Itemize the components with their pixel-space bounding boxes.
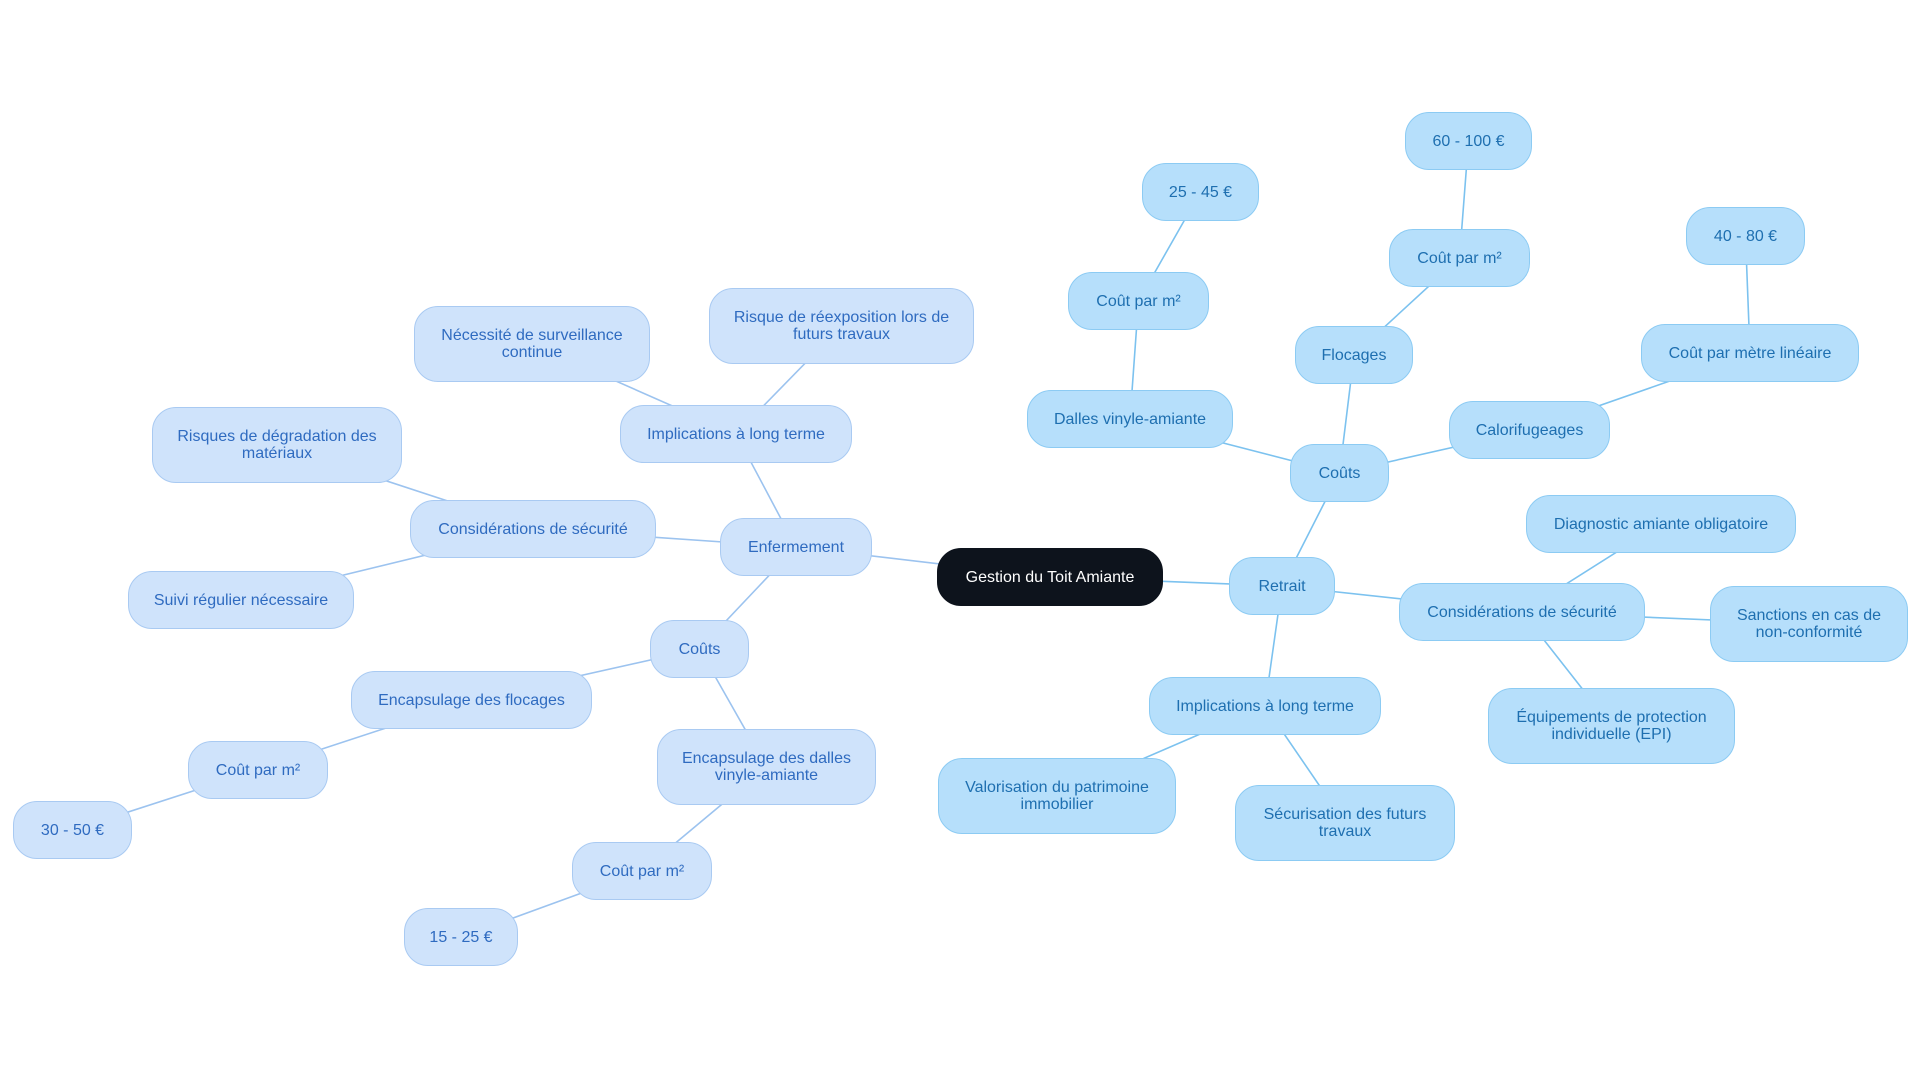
node-epi-label: Équipements de protection individuelle (… xyxy=(1516,709,1707,743)
node-valorisation-patrimoine[interactable]: Valorisation du patrimoine immobilier xyxy=(938,758,1176,834)
node-calorifugeages-cout[interactable]: Coût par mètre linéaire xyxy=(1641,324,1859,382)
node-calorifugeages-cout-label: Coût par mètre linéaire xyxy=(1668,344,1832,362)
node-encapsulage-flocages-cout-label: Coût par m² xyxy=(215,761,301,779)
node-encapsulage-dalles-cout[interactable]: Coût par m² xyxy=(572,842,712,900)
node-securisation-futurs-travaux-label: Sécurisation des futurs travaux xyxy=(1263,806,1427,840)
node-surveillance-continue-label: Nécessité de surveillance continue xyxy=(441,327,623,361)
node-valorisation-patrimoine-label: Valorisation du patrimoine immobilier xyxy=(965,779,1149,813)
node-dalles-value[interactable]: 25 - 45 € xyxy=(1142,163,1259,221)
node-encapsulage-flocages-value-label: 30 - 50 € xyxy=(40,821,105,839)
node-encapsulage-flocages-value[interactable]: 30 - 50 € xyxy=(13,801,132,859)
node-flocages-value-label: 60 - 100 € xyxy=(1432,132,1505,150)
node-flocages[interactable]: Flocages xyxy=(1295,326,1413,384)
node-risque-reexposition-label: Risque de réexposition lors de futurs tr… xyxy=(733,309,950,343)
node-diagnostic-obligatoire-label: Diagnostic amiante obligatoire xyxy=(1553,515,1769,533)
node-retrait[interactable]: Retrait xyxy=(1229,557,1335,615)
node-enfermement[interactable]: Enfermement xyxy=(720,518,872,576)
node-securisation-futurs-travaux[interactable]: Sécurisation des futurs travaux xyxy=(1235,785,1455,861)
node-epi[interactable]: Équipements de protection individuelle (… xyxy=(1488,688,1735,764)
node-calorifugeages-value-label: 40 - 80 € xyxy=(1713,227,1778,245)
node-diagnostic-obligatoire[interactable]: Diagnostic amiante obligatoire xyxy=(1526,495,1796,553)
node-retrait-implications-label: Implications à long terme xyxy=(1176,697,1354,715)
node-retrait-securite[interactable]: Considérations de sécurité xyxy=(1399,583,1645,641)
node-dalles-vinyle-amiante[interactable]: Dalles vinyle-amiante xyxy=(1027,390,1233,448)
node-retrait-couts-label: Coûts xyxy=(1318,464,1361,482)
node-enfermement-implications[interactable]: Implications à long terme xyxy=(620,405,852,463)
node-risques-degradation-label: Risques de dégradation des matériaux xyxy=(177,428,377,462)
node-enfermement-implications-label: Implications à long terme xyxy=(647,425,825,443)
node-retrait-couts[interactable]: Coûts xyxy=(1290,444,1389,502)
node-sanctions-label: Sanctions en cas de non-conformité xyxy=(1736,607,1882,641)
node-encapsulage-dalles[interactable]: Encapsulage des dalles vinyle-amiante xyxy=(657,729,876,805)
node-risque-reexposition[interactable]: Risque de réexposition lors de futurs tr… xyxy=(709,288,974,364)
node-dalles-vinyle-amiante-label: Dalles vinyle-amiante xyxy=(1053,410,1207,428)
node-dalles-cout[interactable]: Coût par m² xyxy=(1068,272,1209,330)
node-enfermement-securite[interactable]: Considérations de sécurité xyxy=(410,500,656,558)
node-retrait-implications[interactable]: Implications à long terme xyxy=(1149,677,1381,735)
node-enfermement-label: Enfermement xyxy=(747,538,845,556)
node-enfermement-couts-label: Coûts xyxy=(678,640,721,658)
node-encapsulage-dalles-value[interactable]: 15 - 25 € xyxy=(404,908,518,966)
node-dalles-cout-label: Coût par m² xyxy=(1096,292,1181,310)
node-encapsulage-flocages-cout[interactable]: Coût par m² xyxy=(188,741,328,799)
node-risques-degradation[interactable]: Risques de dégradation des matériaux xyxy=(152,407,402,483)
node-calorifugeages-value[interactable]: 40 - 80 € xyxy=(1686,207,1805,265)
node-dalles-value-label: 25 - 45 € xyxy=(1168,183,1233,201)
node-encapsulage-dalles-value-label: 15 - 25 € xyxy=(429,928,493,946)
node-flocages-cout-label: Coût par m² xyxy=(1417,249,1502,267)
node-sanctions[interactable]: Sanctions en cas de non-conformité xyxy=(1710,586,1908,662)
node-encapsulage-dalles-label: Encapsulage des dalles vinyle-amiante xyxy=(681,750,851,784)
node-encapsulage-dalles-cout-label: Coût par m² xyxy=(599,862,685,880)
node-calorifugeages[interactable]: Calorifugeages xyxy=(1449,401,1610,459)
node-enfermement-securite-label: Considérations de sécurité xyxy=(438,520,628,538)
root-node-label: Gestion du Toit Amiante xyxy=(965,568,1135,586)
node-flocages-label: Flocages xyxy=(1321,346,1387,364)
node-encapsulage-flocages-label: Encapsulage des flocages xyxy=(378,691,565,709)
node-flocages-cout[interactable]: Coût par m² xyxy=(1389,229,1530,287)
node-suivi-regulier[interactable]: Suivi régulier nécessaire xyxy=(128,571,354,629)
node-retrait-label: Retrait xyxy=(1258,577,1306,595)
node-surveillance-continue[interactable]: Nécessité de surveillance continue xyxy=(414,306,650,382)
node-suivi-regulier-label: Suivi régulier nécessaire xyxy=(153,591,329,609)
node-enfermement-couts[interactable]: Coûts xyxy=(650,620,749,678)
node-calorifugeages-label: Calorifugeages xyxy=(1475,421,1584,439)
node-encapsulage-flocages[interactable]: Encapsulage des flocages xyxy=(351,671,592,729)
node-retrait-securite-label: Considérations de sécurité xyxy=(1427,603,1617,621)
root-node[interactable]: Gestion du Toit Amiante xyxy=(937,548,1163,606)
node-flocages-value[interactable]: 60 - 100 € xyxy=(1405,112,1532,170)
